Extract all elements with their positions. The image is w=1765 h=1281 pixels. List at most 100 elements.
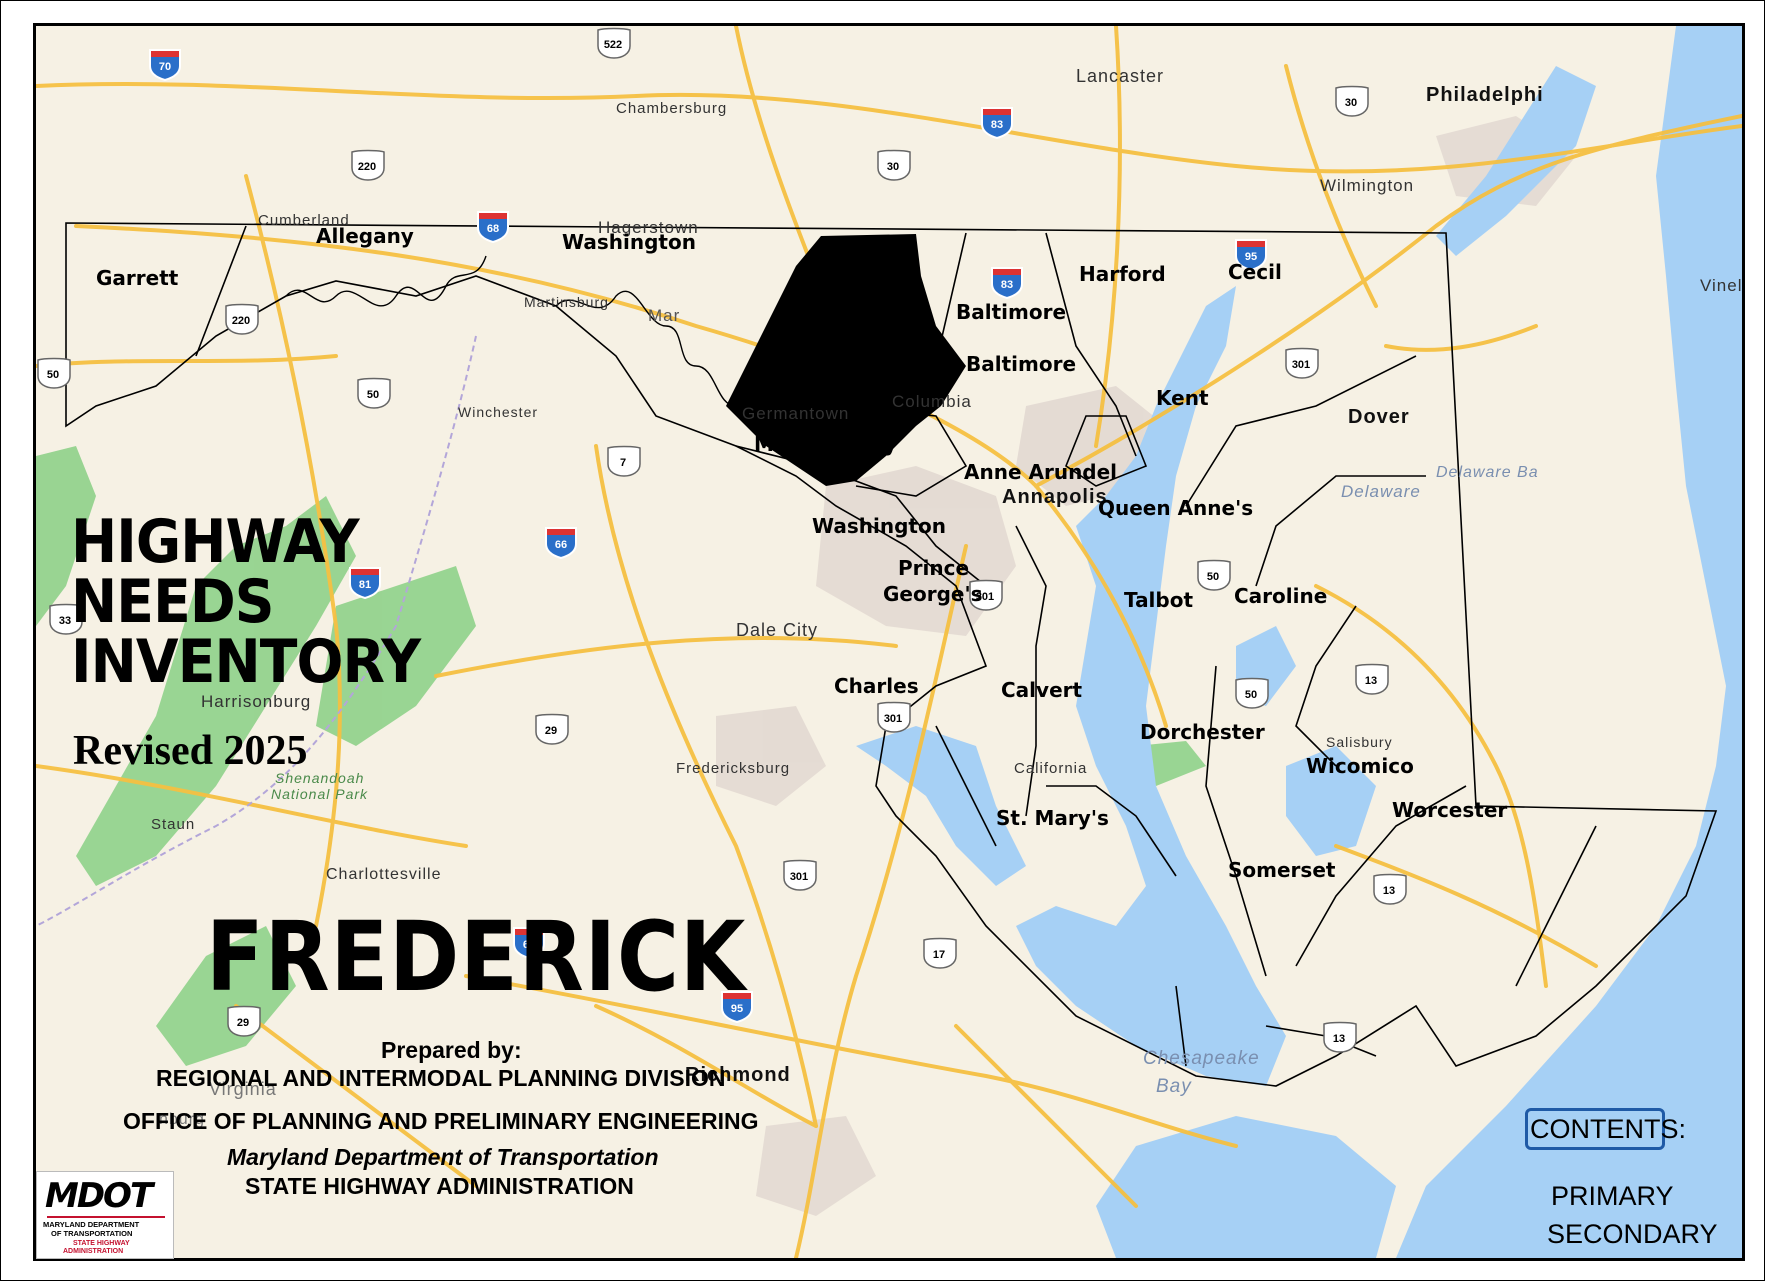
route-shield: 13: [1373, 873, 1407, 905]
route-shield-number: 81: [359, 579, 371, 591]
logo-line-2: OF TRANSPORTATION: [51, 1229, 133, 1238]
county-label: Allegany: [316, 224, 414, 248]
logo-line-3: STATE HIGHWAY: [73, 1240, 130, 1247]
county-label: Worcester: [1392, 798, 1508, 822]
contents-button[interactable]: CONTENTS:: [1525, 1108, 1686, 1150]
route-shield: 7: [607, 445, 641, 477]
route-shield: 66: [545, 527, 577, 560]
place-label: Charlottesville: [326, 866, 442, 883]
route-shield-number: 301: [1292, 359, 1310, 371]
route-shield: 81: [349, 567, 381, 600]
logo-line-1: MARYLAND DEPARTMENT: [43, 1220, 140, 1229]
county-label: George's: [883, 582, 983, 606]
route-shield-number: 83: [991, 119, 1003, 131]
county-label: Cecil: [1228, 260, 1282, 284]
route-shield-number: 30: [1345, 97, 1357, 109]
route-shield-number: 68: [487, 223, 499, 235]
place-label: National Park: [271, 786, 369, 802]
title-line-2: NEEDS: [71, 567, 275, 637]
route-shield: 30: [877, 149, 911, 181]
frederick-county-shape: [726, 234, 966, 486]
route-shield: 301: [1285, 347, 1319, 379]
place-label: Bay: [1156, 1076, 1192, 1097]
route-shield: 13: [1323, 1021, 1357, 1053]
prepared-administration: STATE HIGHWAY ADMINISTRATION: [245, 1173, 634, 1199]
county-label: Calvert: [1001, 678, 1083, 702]
route-shield: 95: [721, 991, 753, 1024]
place-label: Delaware Ba: [1436, 464, 1539, 481]
route-shield: 29: [227, 1005, 261, 1037]
title-line-1: HIGHWAY: [71, 507, 360, 577]
route-shield: 301: [783, 859, 817, 891]
state-borders: [36, 335, 477, 927]
prepared-label: Prepared by:: [381, 1037, 522, 1063]
route-shield: 64: [513, 927, 545, 960]
route-shield: 50: [1235, 677, 1269, 709]
park-areas: [36, 446, 1206, 1066]
place-label: Staun: [151, 816, 196, 833]
place-label: Dover: [1348, 406, 1410, 428]
route-shield-number: 17: [933, 949, 945, 961]
route-shield-number: 30: [887, 161, 899, 173]
place-label: Harrisonburg: [201, 692, 312, 711]
place-label: nburg: [159, 1111, 205, 1128]
route-shield-number: 50: [1207, 571, 1219, 583]
place-label: Germantown: [742, 404, 850, 423]
place-label: Chesapeake: [1143, 1048, 1260, 1069]
place-label: Chambersburg: [616, 100, 728, 117]
maryland-map: 7052283302203068958322030150507668133503…: [36, 26, 1742, 1258]
place-label: Virginia: [209, 1079, 277, 1099]
route-shield-number: 301: [976, 591, 994, 603]
place-label: Columbia: [892, 392, 972, 411]
route-shield: 70: [149, 49, 181, 82]
county-label: Kent: [1156, 386, 1209, 410]
contents-secondary-link[interactable]: SECONDARY: [1547, 1219, 1718, 1249]
prepared-division: REGIONAL AND INTERMODAL PLANNING DIVISIO…: [156, 1065, 726, 1091]
logo-line-4: ADMINISTRATION: [63, 1248, 124, 1255]
route-shield-number: 95: [1245, 251, 1257, 263]
county-label: Charles: [834, 674, 919, 698]
revised-date: Revised 2025: [73, 728, 308, 774]
route-shield: 29: [535, 713, 569, 745]
route-shield-number: 33: [59, 615, 71, 627]
place-label: Lancaster: [1076, 66, 1165, 86]
logo-rule: [47, 1216, 165, 1218]
route-shield-number: 95: [731, 1003, 743, 1015]
water: [856, 26, 1742, 1258]
route-shield-number: 13: [1383, 885, 1395, 897]
prepared-office: OFFICE OF PLANNING AND PRELIMINARY ENGIN…: [123, 1108, 759, 1134]
county-label: Garrett: [96, 266, 179, 290]
place-label: Fredericksburg: [676, 760, 791, 777]
contents-primary-link[interactable]: PRIMARY: [1551, 1181, 1674, 1211]
route-shield-number: 29: [545, 725, 557, 737]
county-label: Talbot: [1124, 588, 1194, 612]
place-label: Dale City: [736, 620, 819, 640]
mdot-logo: MDOT MARYLAND DEPARTMENT OF TRANSPORTATI…: [36, 1171, 174, 1259]
route-shield-number: 29: [237, 1017, 249, 1029]
place-label: Martinsburg: [524, 294, 609, 310]
place-label: Hagerstown: [598, 218, 699, 237]
route-shield-number: 301: [884, 713, 902, 725]
county-title: FREDERICK: [206, 901, 747, 1013]
route-shield: 301: [969, 579, 1003, 611]
place-label: Delaware: [1341, 482, 1421, 501]
route-shield-number: 64: [523, 939, 536, 951]
county-label: Baltimore: [966, 352, 1077, 376]
place-label: Annapolis: [1002, 486, 1108, 508]
route-shield-number: 50: [1245, 689, 1257, 701]
place-label: Wilmington: [1320, 176, 1415, 195]
route-shield-number: 13: [1365, 675, 1377, 687]
place-label: Mar: [648, 306, 681, 325]
county-label: Dorchester: [1140, 720, 1265, 744]
title-line-3: INVENTORY: [71, 627, 421, 697]
route-shield: 33: [49, 603, 83, 635]
route-shield-number: 220: [232, 315, 250, 327]
route-shield: 17: [923, 937, 957, 969]
county-label: Baltimore: [956, 300, 1067, 324]
place-label: Cumberland: [258, 212, 350, 229]
county-label: Caroline: [1234, 584, 1328, 608]
place-label: Vinel: [1700, 276, 1743, 295]
